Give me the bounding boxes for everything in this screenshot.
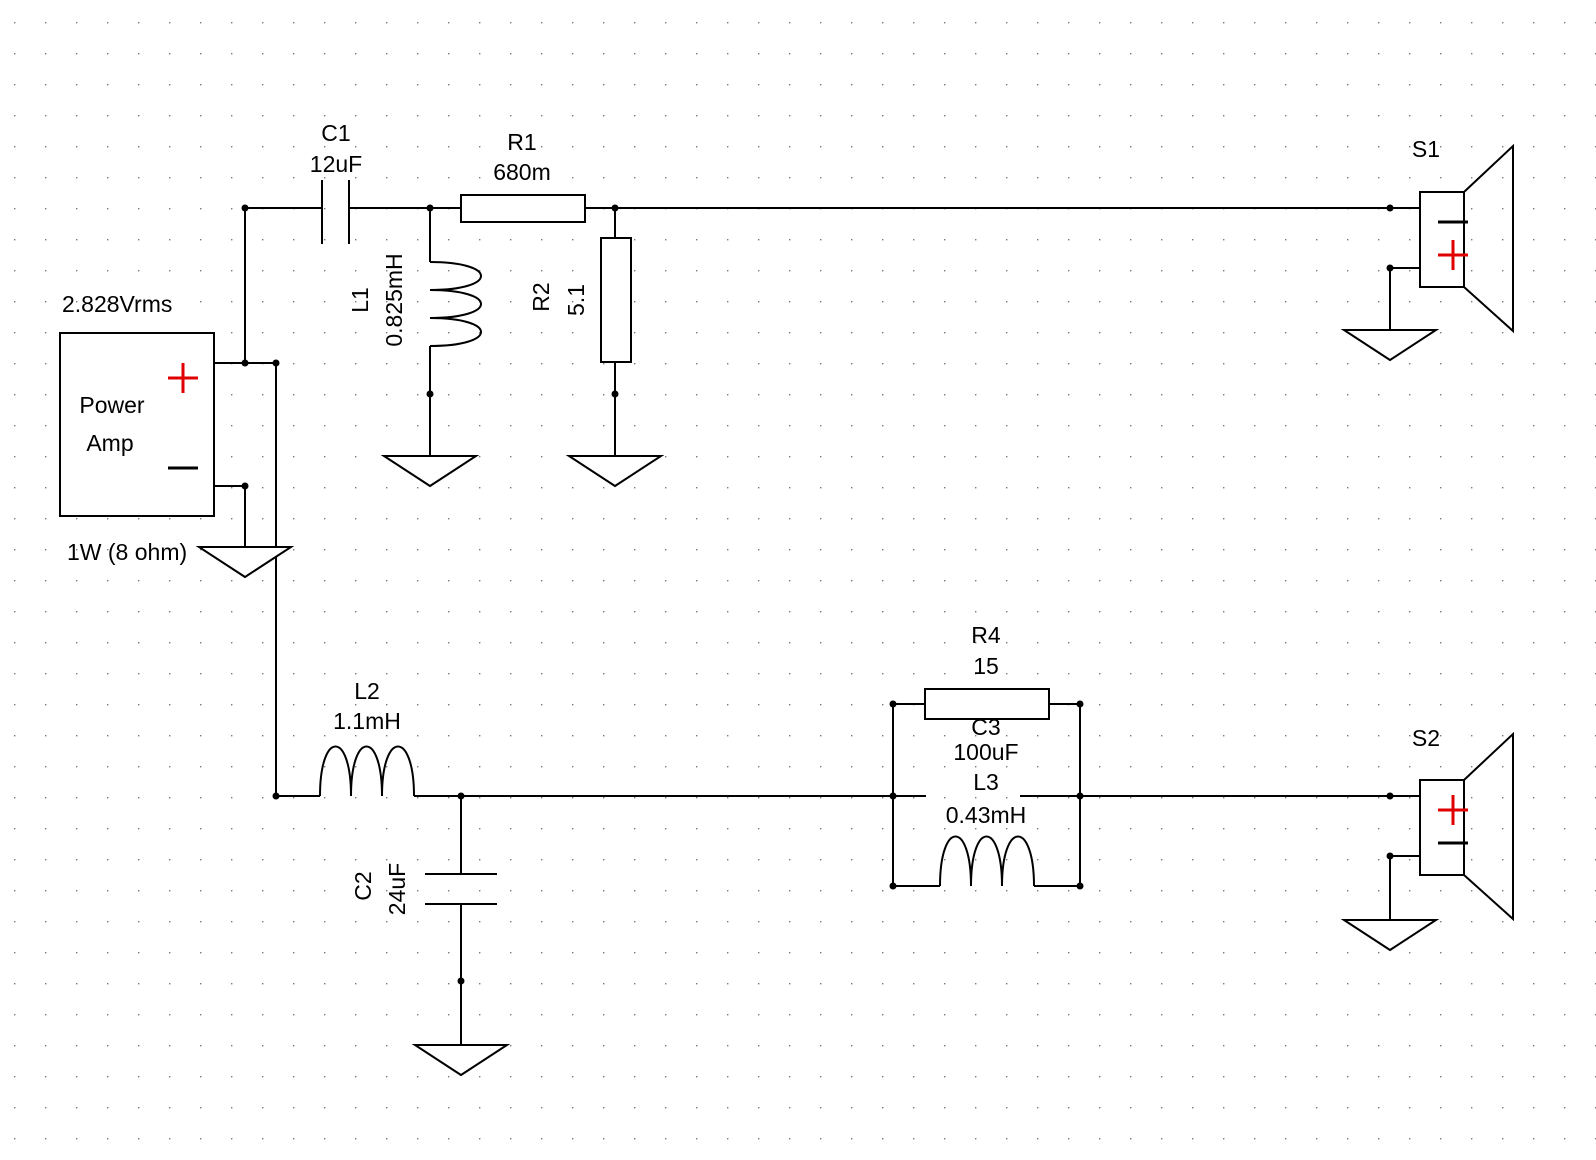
l1-ref: L1 xyxy=(347,287,373,313)
speaker-s1[interactable] xyxy=(1419,143,1514,334)
speaker-s2[interactable] xyxy=(1419,731,1514,922)
c2-value: 24uF xyxy=(384,863,410,915)
c3-value: 100uF xyxy=(953,739,1018,765)
ground-l1-icon xyxy=(380,455,480,488)
c1-value: 12uF xyxy=(310,151,362,177)
resistor-r2[interactable] xyxy=(600,237,632,363)
junction-nodes xyxy=(241,204,1394,985)
r4-ref: R4 xyxy=(971,622,1001,648)
capacitor-c2[interactable] xyxy=(425,873,497,905)
r4-value: 15 xyxy=(973,653,999,679)
r2-ref: R2 xyxy=(528,282,554,311)
amp-name-line2: Amp xyxy=(86,430,133,456)
ground-symbols xyxy=(195,329,1440,1077)
c3-ref: C3 xyxy=(971,714,1000,740)
s2-ref: S2 xyxy=(1412,725,1440,751)
l3-value: 0.43mH xyxy=(946,802,1027,828)
power-amp[interactable]: Power Amp xyxy=(59,332,215,517)
amp-power-label: 1W (8 ohm) xyxy=(67,539,187,565)
amp-plus-terminal-icon xyxy=(168,363,198,393)
inductor-l1[interactable] xyxy=(429,261,482,347)
r1-ref: R1 xyxy=(507,129,536,155)
r2-value: 5.1 xyxy=(563,284,589,316)
c2-ref: C2 xyxy=(350,871,376,900)
l2-ref: L2 xyxy=(354,678,380,704)
l3-ref: L3 xyxy=(973,769,999,795)
ground-amp-icon xyxy=(195,546,295,579)
l1-value: 0.825mH xyxy=(381,253,407,346)
capacitor-c1[interactable] xyxy=(321,180,350,244)
amp-name-line1: Power xyxy=(79,392,145,418)
s2-plus-terminal-icon xyxy=(1438,795,1468,825)
l2-value: 1.1mH xyxy=(333,708,401,734)
power-amp-box xyxy=(59,332,215,517)
amp-voltage-label: 2.828Vrms xyxy=(62,291,172,317)
resistor-r4[interactable] xyxy=(924,688,1050,720)
ground-s2-icon xyxy=(1340,919,1440,952)
s1-plus-terminal-icon xyxy=(1438,240,1468,270)
r1-value: 680m xyxy=(493,159,551,185)
ground-s1-icon xyxy=(1340,329,1440,362)
s1-ref: S1 xyxy=(1412,136,1440,162)
ground-c2-icon xyxy=(411,1044,511,1077)
inductor-l2[interactable] xyxy=(319,745,415,797)
resistor-r1[interactable] xyxy=(460,194,586,223)
c1-ref: C1 xyxy=(321,120,350,146)
inductor-l3[interactable] xyxy=(939,835,1035,887)
grid-dots xyxy=(14,22,1596,1140)
ground-r2-icon xyxy=(565,455,665,488)
